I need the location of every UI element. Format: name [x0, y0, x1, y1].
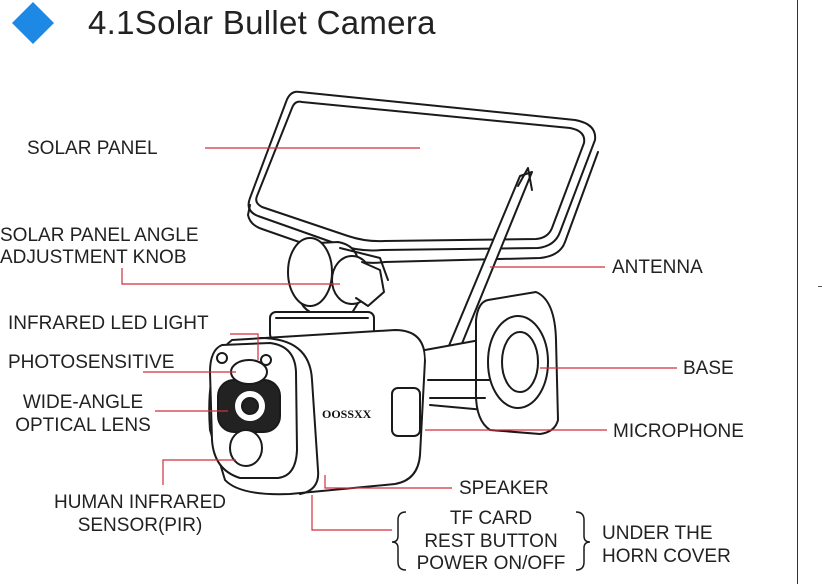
label-wide-angle-2: OPTICAL LENS: [15, 415, 151, 436]
diamond-bullet-icon: [12, 2, 54, 44]
leader-horn: [311, 495, 392, 531]
leader-pir: [162, 459, 236, 485]
label-microphone: MICROPHONE: [613, 421, 744, 442]
mount-shape: [287, 237, 389, 319]
brand-logo: OOSSXX: [322, 407, 372, 421]
camera-body-shape: [208, 329, 426, 496]
label-base: BASE: [683, 358, 734, 379]
label-angle-knob-2: ADJUSTMENT KNOB: [0, 247, 187, 268]
label-power: POWER ON/OFF: [416, 553, 566, 574]
label-infrared-led: INFRARED LED LIGHT: [8, 313, 209, 334]
label-horn-2: HORN COVER: [602, 546, 731, 567]
label-angle-knob-1: SOLAR PANEL ANGLE: [0, 225, 199, 246]
left-brace: [391, 511, 407, 571]
label-pir-1: HUMAN INFRARED: [53, 492, 227, 513]
label-photosensitive: PHOTOSENSITIVE: [8, 352, 175, 373]
label-pir-2: SENSOR(PIR): [77, 515, 203, 536]
right-brace: [575, 511, 591, 571]
label-solar-panel: SOLAR PANEL: [27, 138, 158, 159]
leader-knob: [121, 268, 340, 285]
margin-tick: [818, 286, 822, 287]
label-antenna: ANTENNA: [612, 257, 703, 278]
label-wide-angle-1: WIDE-ANGLE: [22, 392, 144, 413]
section-title: 4.1Solar Bullet Camera: [88, 4, 436, 41]
leader-speaker: [324, 475, 452, 489]
page-divider: [797, 0, 798, 584]
solar-panel-shape: [247, 90, 599, 264]
label-speaker: SPEAKER: [459, 478, 549, 499]
label-horn-1: UNDER THE: [602, 523, 713, 544]
base-shape: [424, 291, 559, 435]
leader-infrared-led: [230, 333, 259, 360]
label-reset-button: REST BUTTON: [424, 531, 558, 552]
label-tf-card: TF CARD: [449, 508, 533, 529]
leader-lines: [121, 147, 677, 531]
